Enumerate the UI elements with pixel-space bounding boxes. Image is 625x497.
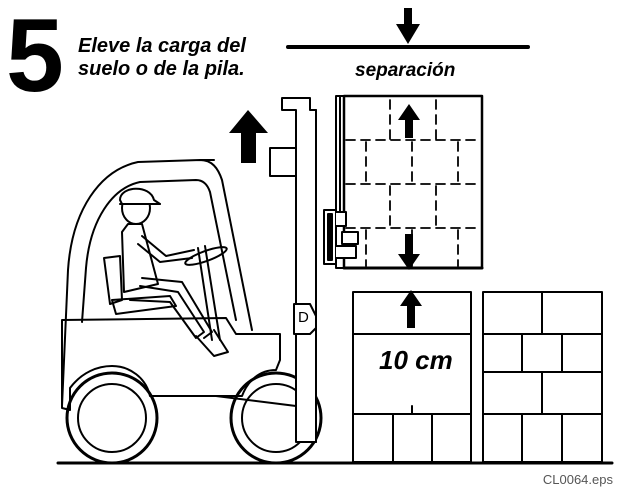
overhead-guard: [61, 159, 253, 407]
lower-stack-right: [482, 291, 603, 463]
down-arrow-icon: [398, 234, 420, 270]
mast-marker-label: D: [298, 309, 309, 326]
forklift: [61, 97, 323, 465]
down-arrow-icon: [396, 8, 420, 44]
up-arrow-icon: [229, 110, 268, 163]
front-wheel: [229, 371, 323, 465]
up-arrow-icon: [400, 290, 422, 328]
instruction-line-2: suelo o de la pila.: [78, 58, 245, 80]
rear-wheel: [65, 371, 159, 465]
step-number: 5: [6, 0, 64, 114]
steering-wheel: [184, 246, 228, 266]
file-id-label: CL0064.eps: [542, 472, 613, 487]
distance-label: 10 cm: [379, 345, 453, 375]
instruction-line-1: Eleve la carga del: [78, 35, 246, 57]
up-arrow-icon: [398, 104, 420, 138]
step-instruction: Eleve la carga del suelo o de la pila.: [78, 35, 246, 81]
separation-label: separación: [355, 60, 456, 81]
forklift-body: [61, 317, 281, 411]
carriage-and-load: [323, 94, 484, 270]
operator: [119, 187, 229, 357]
seat: [103, 255, 123, 305]
lower-stack-left: [352, 290, 472, 463]
